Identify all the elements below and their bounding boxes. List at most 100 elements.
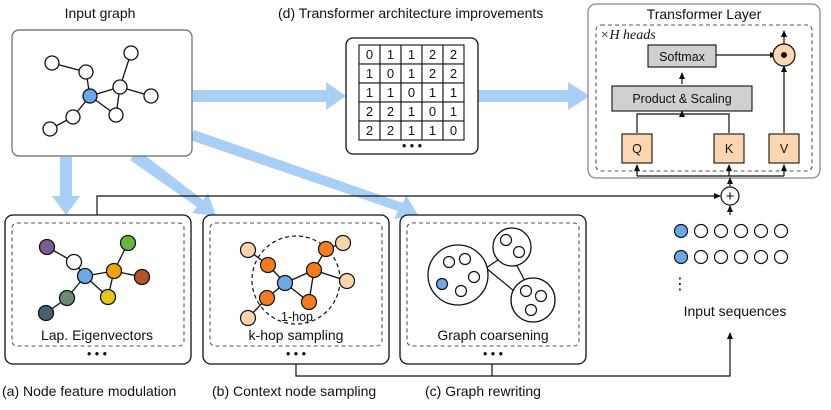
sequence-token (753, 249, 769, 265)
softmax-box (647, 44, 717, 68)
sequence-token (713, 249, 729, 265)
caption-c: (c) Graph rewriting (425, 383, 541, 399)
matrix-value: 1 (408, 123, 415, 138)
graph-node (143, 88, 159, 104)
k-label: K (725, 142, 734, 156)
node-brown (133, 268, 151, 286)
graph-node (44, 55, 60, 71)
graph-node (65, 109, 81, 125)
sequence-token (713, 223, 729, 239)
transformer-improvements-title: (d) Transformer architecture improvement… (278, 5, 543, 21)
panel-b-inner-label: k-hop sampling (249, 327, 344, 343)
matrix-panel: (d) Transformer architecture improvement… (278, 5, 543, 155)
transformer-layer-title: Transformer Layer (647, 6, 762, 22)
node-center (276, 274, 294, 292)
matrix-value: 1 (429, 123, 436, 138)
input-sequences: ⋮ Input sequences (672, 223, 789, 319)
node-one-hop (300, 293, 318, 311)
node-blue (76, 267, 94, 285)
node-white (65, 253, 83, 271)
sequence-token (693, 249, 709, 265)
heads-label: ×H heads (600, 28, 656, 43)
sequence-token (733, 223, 749, 239)
matrix-value: 0 (429, 104, 436, 119)
node-two-hop (239, 309, 257, 327)
matrix-value: 1 (387, 47, 394, 62)
node-two-hop (334, 234, 352, 252)
matrix-value: 1 (450, 85, 457, 100)
product-scaling-box (611, 85, 753, 112)
plus-label: + (726, 188, 735, 205)
flow-arrow-to-panel-a (52, 157, 80, 215)
matrix-value: 2 (387, 123, 394, 138)
matrix-value: 0 (450, 123, 457, 138)
v-box (768, 133, 800, 164)
sequence-token (773, 249, 789, 265)
panel-b: 1-hop k-hop sampling • • • (202, 214, 390, 365)
panel-c-inner-label: Graph coarsening (437, 327, 548, 343)
dot-icon (781, 52, 787, 58)
matrix-value: 0 (408, 85, 415, 100)
panel-a-inner-label: Lap. Eigenvectors (41, 327, 153, 343)
matrix-value: 2 (429, 66, 436, 81)
node-two-hop (338, 272, 356, 290)
graph-node (108, 107, 124, 123)
panel-b-ellipsis: • • • (286, 347, 306, 361)
k-box (713, 133, 745, 164)
cluster-top (492, 227, 532, 267)
sequence-token (693, 223, 709, 239)
flow-arrow-to-transformer (478, 82, 590, 110)
flow-arrow-to-matrix (193, 82, 346, 110)
matrix-cell (442, 120, 465, 141)
node-purple (38, 238, 56, 256)
node-slate (37, 304, 55, 322)
heads-dashed-box (595, 24, 813, 172)
graph-node (78, 64, 94, 80)
caption-a: (a) Node feature modulation (2, 383, 176, 399)
sequences-vdots: ⋮ (672, 276, 688, 293)
sequence-token-blue (673, 249, 689, 265)
matrix-value: 1 (387, 85, 394, 100)
matrix-value: 1 (366, 85, 373, 100)
sequence-token (773, 223, 789, 239)
input-graph-title: Input graph (65, 5, 136, 21)
node-two-hop (239, 241, 257, 259)
matrix-value: 2 (429, 47, 436, 62)
input-sequences-label: Input sequences (684, 303, 787, 319)
sequence-token-blue (673, 223, 689, 239)
node-one-hop (258, 289, 276, 307)
node-yellow (99, 288, 117, 306)
matrix-ellipsis: • • • (402, 139, 422, 153)
matrix-value: 1 (408, 66, 415, 81)
node-green (119, 234, 137, 252)
panel-a-dashed-box (11, 222, 185, 347)
v-label: V (780, 142, 789, 156)
product-scaling-label: Product & Scaling (632, 92, 731, 106)
matrix-value: 0 (387, 66, 394, 81)
panel-c: Graph coarsening • • • (399, 214, 587, 365)
graph-node (112, 79, 128, 95)
matrix-value: 2 (450, 66, 457, 81)
panel-c-ellipsis: • • • (483, 347, 503, 361)
matrix-value: 2 (366, 123, 373, 138)
node-one-hop (317, 240, 335, 258)
matrix-value: 2 (450, 47, 457, 62)
sequence-token (733, 249, 749, 265)
softmax-label: Softmax (659, 50, 706, 64)
matrix-value: 1 (366, 66, 373, 81)
graph-node-center (82, 88, 98, 104)
flow-arrow-to-panel-b (130, 150, 216, 216)
one-hop-label: 1-hop (281, 310, 313, 324)
caption-b: (b) Context node sampling (212, 383, 376, 399)
panel-b-dashed-box (209, 222, 383, 347)
node-olive (58, 289, 76, 307)
panel-a-ellipsis: • • • (87, 347, 107, 361)
transformer-layer-panel: Transformer Layer ×H heads Softmax Produ… (587, 3, 821, 186)
flow-arrows (52, 82, 590, 219)
node-one-hop (259, 256, 277, 274)
sequence-token (753, 223, 769, 239)
q-box (621, 133, 653, 164)
graph-node (42, 121, 58, 137)
